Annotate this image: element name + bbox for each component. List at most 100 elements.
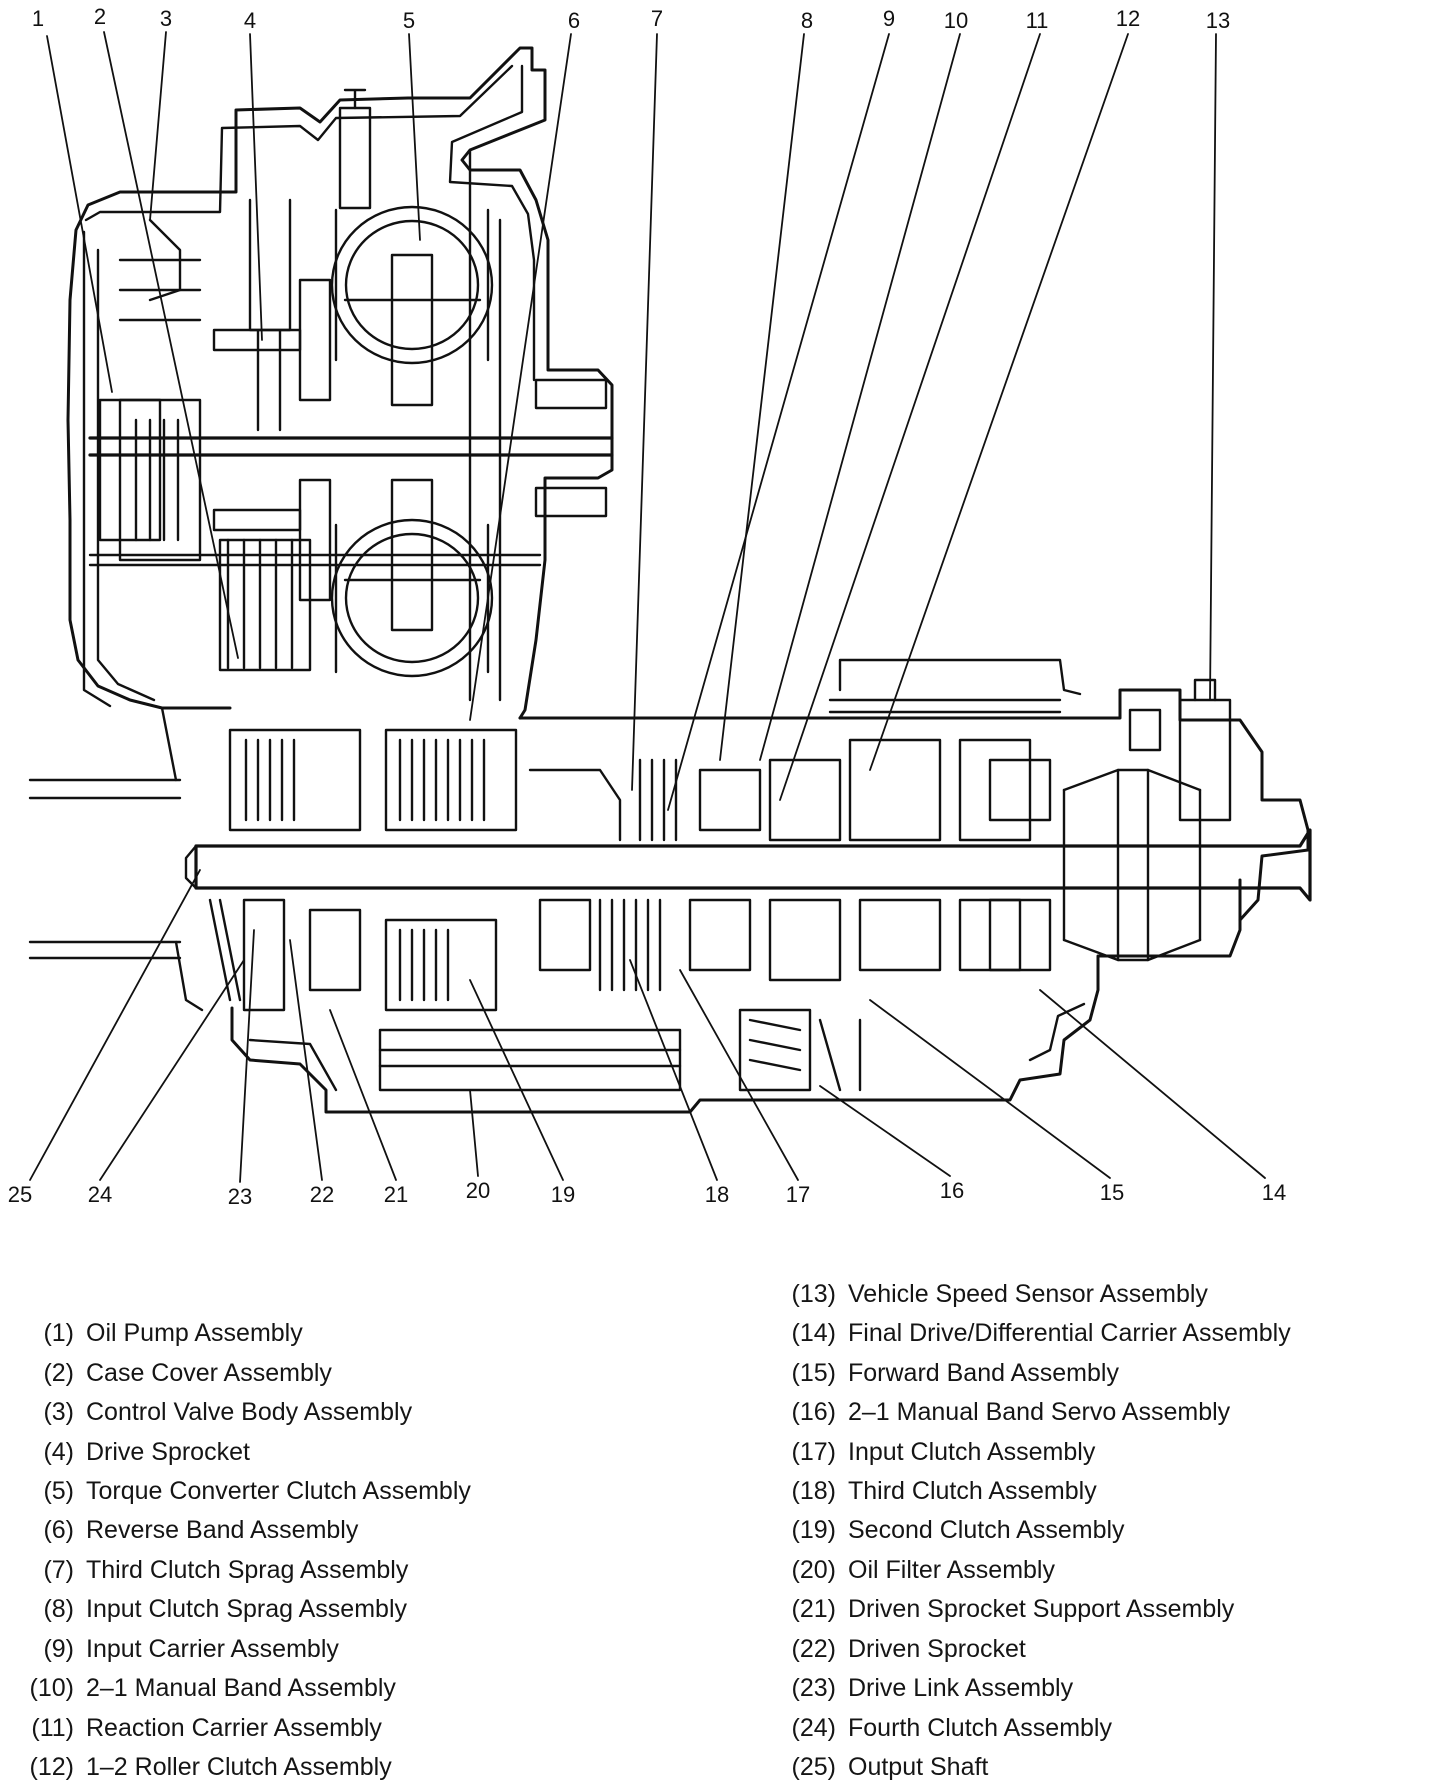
transaxle-case-outline: [28, 46, 1310, 1114]
callout-18: 18: [704, 1182, 730, 1207]
callout-24: 24: [87, 1182, 113, 1207]
legend-label: 2–1 Manual Band Assembly: [86, 1674, 396, 1702]
legend-number: (6): [43, 1516, 74, 1544]
callout-21: 21: [383, 1182, 409, 1207]
legend-label: Input Carrier Assembly: [86, 1635, 339, 1663]
legend-label: Oil Pump Assembly: [86, 1319, 303, 1347]
legend-item-23: (23) Drive Link Assembly: [782, 1674, 1074, 1702]
callout-10: 10: [943, 8, 969, 33]
legend-number: (19): [791, 1516, 836, 1544]
leader-lines: [29, 31, 1266, 1183]
legend-label: Fourth Clutch Assembly: [848, 1714, 1112, 1742]
legend-label: Third Clutch Assembly: [848, 1477, 1097, 1505]
callout-13: 13: [1205, 8, 1231, 33]
legend-number: (3): [43, 1398, 74, 1426]
legend-number: (16): [791, 1398, 836, 1426]
callout-14: 14: [1261, 1180, 1287, 1205]
legend-item-1: (1) Oil Pump Assembly: [24, 1319, 303, 1347]
callout-7: 7: [650, 6, 664, 31]
legend-item-13: (13) Vehicle Speed Sensor Assembly: [782, 1282, 1208, 1307]
legend-label: Drive Link Assembly: [848, 1674, 1074, 1702]
callout-11: 11: [1025, 8, 1049, 33]
legend-item-21: (21) Driven Sprocket Support Assembly: [782, 1595, 1235, 1623]
legend-number: (20): [791, 1556, 836, 1584]
callout-23: 23: [227, 1184, 253, 1209]
legend-label: Forward Band Assembly: [848, 1359, 1119, 1387]
callout-1: 1: [31, 6, 45, 31]
legend-item-16: (16) 2–1 Manual Band Servo Assembly: [782, 1398, 1231, 1426]
legend-label: Driven Sprocket: [848, 1635, 1026, 1663]
legend-number: (13): [791, 1280, 836, 1308]
legend-item-2: (2) Case Cover Assembly: [24, 1361, 332, 1386]
legend-number: (2): [43, 1359, 74, 1387]
legend-label: Driven Sprocket Support Assembly: [848, 1595, 1235, 1623]
legend-number: (1): [43, 1319, 74, 1347]
legend-label: Final Drive/Differential Carrier Assembl…: [848, 1319, 1291, 1347]
callout-25: 25: [7, 1182, 33, 1207]
legend-label: Input Clutch Sprag Assembly: [86, 1595, 407, 1623]
main-shaft-section: [184, 678, 1312, 1092]
legend-number: (22): [791, 1635, 836, 1663]
legend-item-9: (9) Input Carrier Assembly: [24, 1635, 339, 1663]
legend-number: (23): [791, 1674, 836, 1702]
legend-item-8: (8) Input Clutch Sprag Assembly: [24, 1597, 407, 1622]
legend-item-10: (10) 2–1 Manual Band Assembly: [24, 1676, 396, 1701]
callout-2: 2: [93, 4, 107, 29]
legend-item-3: (3) Control Valve Body Assembly: [24, 1400, 412, 1425]
legend-label: Control Valve Body Assembly: [86, 1398, 413, 1426]
legend-label: Third Clutch Sprag Assembly: [86, 1556, 409, 1584]
legend-number: (12): [29, 1753, 74, 1781]
legend-item-6: (6)Reverse Band Assembly: [24, 1518, 358, 1543]
legend-item-14: (14) Final Drive/Differential Carrier Ass…: [782, 1321, 1291, 1346]
legend-label: Vehicle Speed Sensor Assembly: [848, 1280, 1208, 1308]
legend-item-17: (17) Input Clutch Assembly: [782, 1438, 1096, 1466]
legend-number: (15): [791, 1359, 836, 1387]
legend-label: Case Cover Assembly: [86, 1359, 332, 1387]
callout-5: 5: [402, 8, 416, 33]
callout-15: 15: [1099, 1180, 1125, 1205]
legend-item-18: (18) Third Clutch Assembly: [782, 1479, 1097, 1504]
legend-label: 1–2 Roller Clutch Assembly: [86, 1753, 392, 1781]
legend-item-20: (20) Oil Filter Assembly: [782, 1558, 1055, 1583]
legend-label: Input Clutch Assembly: [848, 1438, 1096, 1466]
callout-4: 4: [243, 8, 257, 33]
callout-6: 6: [567, 8, 581, 33]
callout-22: 22: [309, 1182, 335, 1207]
legend-number: (10): [29, 1674, 74, 1702]
legend-number: (8): [43, 1595, 74, 1623]
legend-number: (18): [791, 1477, 836, 1505]
clutch-pack-upper: [228, 728, 1052, 842]
legend-label: Output Shaft: [848, 1753, 989, 1781]
callout-3: 3: [159, 6, 173, 31]
legend-label: Oil Filter Assembly: [848, 1556, 1055, 1584]
legend-number: (17): [791, 1438, 836, 1466]
callout-17: 17: [785, 1182, 811, 1207]
legend-label: 2–1 Manual Band Servo Assembly: [848, 1398, 1231, 1426]
legend-number: (4): [43, 1438, 74, 1466]
legend-number: (7): [43, 1556, 74, 1584]
speed-sensor-drawing: [1128, 678, 1232, 822]
legend-number: (24): [791, 1714, 836, 1742]
legend-label: Reaction Carrier Assembly: [86, 1714, 382, 1742]
legend-label: Torque Converter Clutch Assembly: [86, 1477, 471, 1505]
legend-number: (5): [43, 1477, 74, 1505]
legend-item-5: (5) Torque Converter Clutch Assembly: [24, 1477, 471, 1505]
legend-item-24: (24) Fourth Clutch Assembly: [782, 1716, 1112, 1741]
legend-number: (14): [791, 1319, 836, 1347]
callout-19: 19: [550, 1182, 576, 1207]
legend-item-7: (7) Third Clutch Sprag Assembly: [24, 1558, 408, 1583]
callout-8: 8: [800, 8, 814, 33]
legend-number: (11): [31, 1714, 74, 1742]
torque-converter-section: [88, 88, 614, 702]
legend-number: (21): [791, 1595, 836, 1623]
legend-number: (9): [43, 1635, 74, 1663]
legend-label: Drive Sprocket: [86, 1438, 250, 1466]
legend-item-11: (11) Reaction Carrier Assembly: [24, 1716, 382, 1741]
legend-item-19: (19)Second Clutch Assembly: [782, 1518, 1125, 1543]
legend-number: (25): [791, 1753, 836, 1781]
legend-item-25: (25) Output Shaft: [782, 1753, 989, 1781]
callout-16: 16: [939, 1178, 965, 1203]
legend-item-22: (22) Driven Sprocket: [782, 1637, 1026, 1662]
legend-item-4: (4) Drive Sprocket: [24, 1440, 250, 1465]
